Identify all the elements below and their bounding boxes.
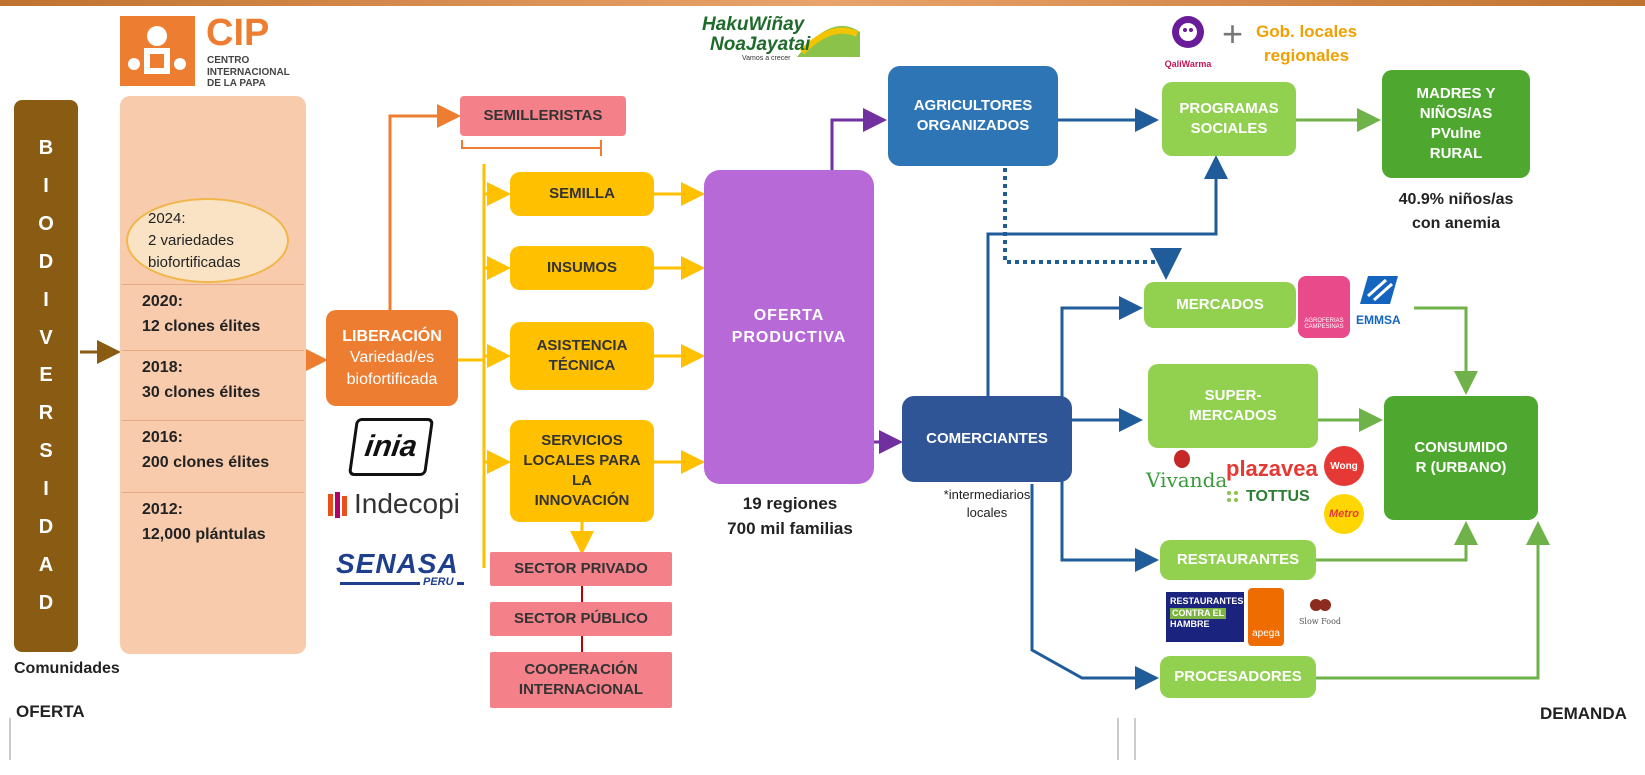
bio-letter: I <box>43 174 49 197</box>
vivanda-icon <box>1174 450 1190 468</box>
insumos-box: INSUMOS <box>510 246 654 290</box>
apega-logo: apega <box>1248 588 1284 646</box>
bio-letter: O <box>38 212 54 235</box>
senasa-logo: SENASA <box>336 548 459 579</box>
history-2020: 2020:12 clones élites <box>142 293 261 335</box>
oferta-label: OFERTA <box>16 702 85 721</box>
arrow-oferta-to-agricultores <box>830 108 887 172</box>
sector-privado-box: SECTOR PRIVADO <box>490 552 672 586</box>
cip-abbr: CIP <box>206 12 270 54</box>
bio-letter: I <box>43 478 49 501</box>
inia-logo: inia <box>347 418 435 476</box>
comerciantes-box: COMERCIANTES <box>902 396 1072 482</box>
metro-logo: Metro <box>1324 494 1364 534</box>
emmsa-logo: EMMSA <box>1356 274 1418 336</box>
semilla-box: SEMILLA <box>510 172 654 216</box>
bio-letter: S <box>39 440 53 463</box>
mercados-box: MERCADOS <box>1144 282 1296 328</box>
arrow-agricultores-to-mercados <box>1003 168 1182 280</box>
indecopi-icon <box>328 490 348 520</box>
arrow-liberacion-to-semilleristas <box>388 104 461 312</box>
sector-publico-box: SECTOR PÚBLICO <box>490 602 672 636</box>
arrow-comerciantes-to-programas <box>986 155 1228 398</box>
bio-letter: D <box>38 250 54 273</box>
bio-letter: I <box>43 288 49 311</box>
semilleristas-bracket <box>461 140 602 149</box>
plazavea-logo: plazavea <box>1226 456 1318 481</box>
restaurantes-contra-el-hambre-logo: RESTAURANTES CONTRA EL HAMBRE <box>1166 592 1244 642</box>
biodiversidad-column: B I O D I V E R S I D A D <box>14 100 78 652</box>
tottus-logo: TOTTUS <box>1246 488 1310 505</box>
bio-letter: D <box>38 516 54 539</box>
procesadores-box: PROCESADORES <box>1160 656 1316 698</box>
bio-letter: A <box>38 554 54 577</box>
restaurantes-box: RESTAURANTES <box>1160 540 1316 580</box>
cip-name: CENTRO INTERNACIONAL DE LA PAPA <box>207 55 290 89</box>
divider <box>122 420 304 421</box>
tottus-icon <box>1226 490 1240 504</box>
bio-letter: R <box>38 402 54 425</box>
top-border <box>0 0 1645 6</box>
wong-logo: Wong <box>1324 446 1364 486</box>
cip-history-panel <box>120 96 306 654</box>
qaliwarma-logo: QaliWarma <box>1160 14 1216 69</box>
supermercados-box: SUPER-MERCADOS <box>1148 364 1318 448</box>
vivanda-logo: Vivanda <box>1146 468 1228 492</box>
demanda-label: DEMANDA <box>1540 704 1627 723</box>
senasa-underline <box>340 582 464 585</box>
liberacion-box: LIBERACIÓN Variedad/es biofortificada <box>326 310 458 406</box>
agroferias-logo: AGROFERIAS CAMPESINAS <box>1298 276 1350 338</box>
senasa-peru: PERU <box>420 576 457 588</box>
history-2018: 2018:30 clones élites <box>142 359 261 401</box>
history-2012: 2012:12,000 plántulas <box>142 501 266 543</box>
divider <box>122 284 304 285</box>
hakuwinay-logo: HakuWiñay NoaJayatai Vamos a crecer <box>702 12 862 68</box>
bio-letter: E <box>39 364 53 387</box>
indecopi-logo: Indecopi <box>354 488 460 519</box>
bio-letter: B <box>38 136 54 159</box>
divider <box>122 492 304 493</box>
history-2016: 2016:200 clones élites <box>142 429 270 471</box>
comunidades-label: Comunidades <box>14 660 120 677</box>
cip-logo-icon <box>120 16 195 86</box>
bio-letter: V <box>39 326 53 349</box>
divider <box>122 350 304 351</box>
semilleristas-box: SEMILLERISTAS <box>460 96 626 136</box>
highlight-2024: 2024: 2 variedades biofortificadas <box>126 198 289 283</box>
bio-letter: D <box>38 591 54 614</box>
slow-food-logo: Slow Food <box>1292 598 1348 626</box>
plus-icon: + <box>1222 13 1244 54</box>
